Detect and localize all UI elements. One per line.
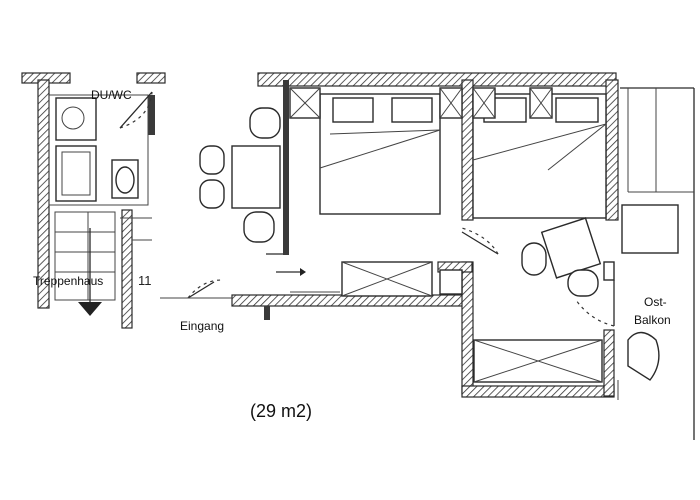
balcony-door: [575, 280, 615, 327]
wardrobe-left: [289, 87, 463, 119]
bathroom: [48, 91, 153, 206]
stair-number: 11: [138, 273, 152, 288]
balcony: [617, 87, 695, 440]
entrance-label: Eingang: [180, 319, 224, 333]
stairwell-label: Treppenhaus: [33, 274, 103, 288]
stairwell: [54, 211, 152, 316]
balcony-label-line2: Balkon: [634, 313, 671, 327]
bed-1: [319, 93, 441, 215]
area-label: (29 m2): [250, 401, 312, 421]
kitchen-counter: [290, 261, 463, 297]
armchairs: [521, 217, 615, 297]
bathroom-label: DU/WC: [91, 88, 132, 102]
daybed: [473, 339, 603, 383]
living-door: [266, 253, 306, 276]
wardrobe-right: [472, 87, 553, 119]
balcony-label-line1: Ost-: [644, 295, 667, 309]
dining-set: [199, 107, 281, 243]
entrance-door: [160, 279, 232, 299]
bedroom-door: [461, 227, 499, 255]
